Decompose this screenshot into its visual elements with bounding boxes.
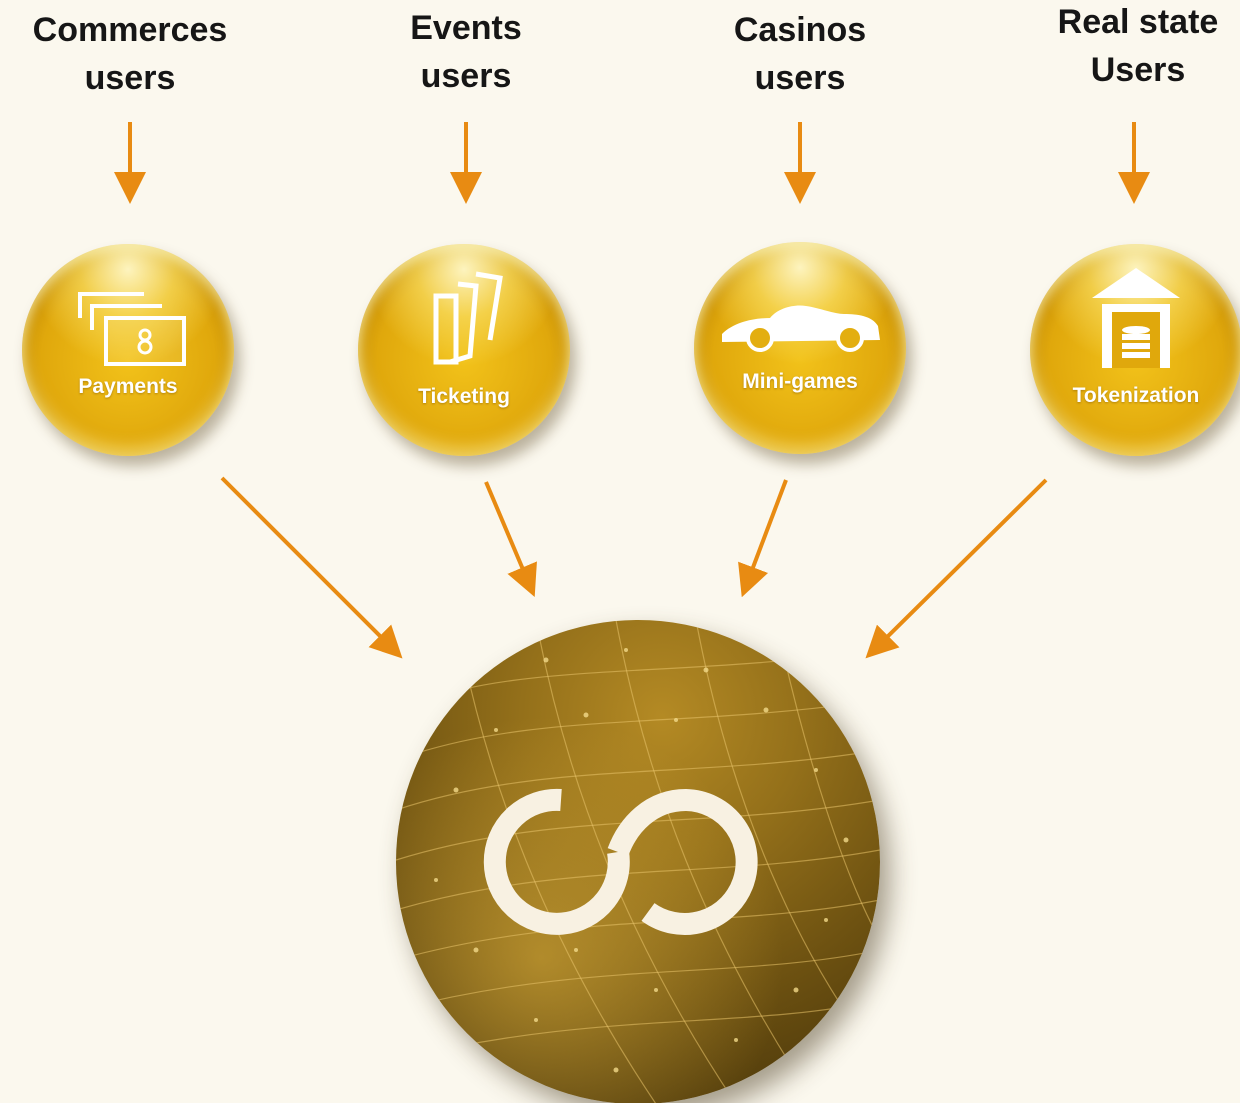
network-mesh-pattern <box>396 620 880 1103</box>
central-hub <box>396 620 880 1103</box>
arrow-ticketing-to-hub <box>484 481 537 598</box>
arrow-payments-to-hub <box>220 476 403 659</box>
payments-coin: Payments <box>22 244 234 456</box>
commerces-users-label: Commerces users <box>32 11 228 97</box>
minigames-coin: Mini-games <box>694 242 906 454</box>
casinos-users-label: Casinos users <box>733 11 867 97</box>
banknotes-icon <box>78 292 186 366</box>
tickets-icon <box>433 271 503 365</box>
tokenization-coin: Tokenization <box>1030 244 1240 456</box>
ticketing-label: Ticketing <box>418 385 510 408</box>
realstate-users-label: Real state Users <box>1057 3 1219 89</box>
minigames-label: Mini-games <box>742 370 858 393</box>
tokenization-label: Tokenization <box>1072 384 1200 407</box>
payments-label: Payments <box>78 375 178 398</box>
events-users-label: Events users <box>410 9 522 95</box>
warehouse-database-icon <box>1092 268 1180 368</box>
arrow-minigames-to-hub <box>738 479 788 598</box>
arrow-tokenization-to-hub <box>865 478 1048 659</box>
infinity-logo-icon <box>483 788 758 935</box>
ticketing-coin: Ticketing <box>358 244 570 456</box>
race-car-icon <box>722 305 880 352</box>
